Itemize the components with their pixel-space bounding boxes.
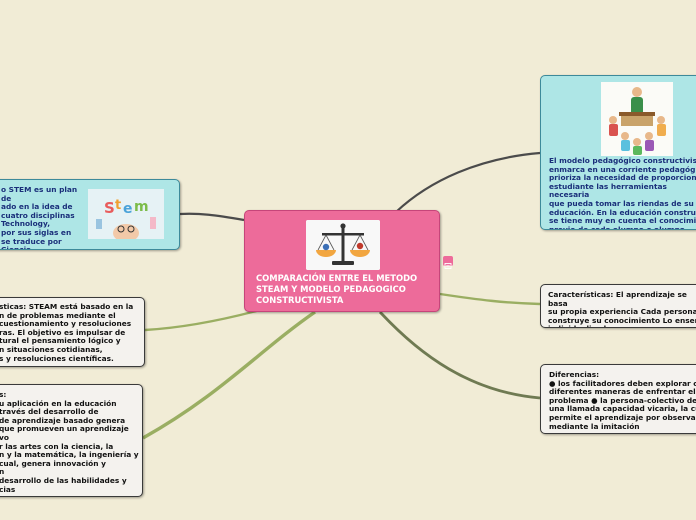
connector-constructivist-characteristics — [439, 292, 541, 306]
svg-text:e: e — [123, 201, 133, 217]
stem-characteristics-node[interactable]: sticas: STEAM está basado en la n de pro… — [0, 297, 145, 367]
connector-stem-differences — [142, 310, 316, 440]
constructivist-characteristics-text: Características: El aprendizaje se basa … — [548, 290, 696, 327]
central-topic[interactable]: COMPARACIÓN ENTRE EL METODO STEAM Y MODE… — [244, 210, 440, 312]
stem-definition-node[interactable]: o STEM es un plan de ado en la idea de c… — [0, 179, 180, 250]
svg-text:S: S — [104, 199, 115, 217]
svg-text:t: t — [115, 198, 121, 213]
central-topic-title: COMPARACIÓN ENTRE EL METODO STEAM Y MODE… — [256, 273, 418, 305]
constructivist-definition-node[interactable]: El modelo pedagógico constructivista enm… — [540, 75, 696, 230]
stem-characteristics-text: sticas: STEAM está basado en la n de pro… — [0, 302, 134, 363]
constructivist-definition-text: El modelo pedagógico constructivista enm… — [549, 156, 696, 230]
stem-definition-text: o STEM es un plan de ado en la idea de c… — [1, 185, 78, 250]
balance-scale-icon — [306, 220, 380, 270]
constructivist-differences-node[interactable]: Diferencias: ● los facilitadores deben e… — [540, 364, 696, 434]
svg-text:m: m — [134, 199, 149, 215]
connector-stem-definition — [179, 212, 245, 222]
constructivist-differences-text: Diferencias: ● los facilitadores deben e… — [549, 370, 696, 431]
stem-picture-icon: S t e m — [88, 189, 164, 242]
stem-differences-node[interactable]: s: u aplicación en la educación través d… — [0, 384, 143, 497]
connector-constructivist-differences — [378, 311, 541, 400]
stem-differences-text: s: u aplicación en la educación través d… — [0, 390, 139, 494]
note-icon[interactable] — [443, 256, 453, 269]
classroom-teacher-icon — [601, 82, 673, 156]
connector-constructivist-definition — [395, 151, 541, 213]
connector-stem-characteristics — [144, 308, 261, 332]
constructivist-characteristics-node[interactable]: Características: El aprendizaje se basa … — [540, 284, 696, 328]
